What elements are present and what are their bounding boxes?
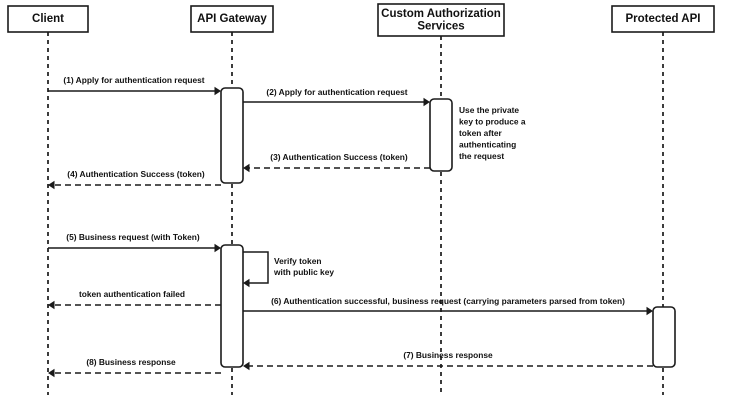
message-arrowhead-2 [423, 97, 430, 107]
message-arrowhead-failed [48, 300, 55, 310]
message-label-2: (2) Apply for authentication request [266, 87, 407, 97]
message-3: (3) Authentication Success (token) [243, 152, 430, 173]
activations-layer [220, 87, 676, 368]
participant-label-client: Client [32, 13, 64, 25]
message-arrowhead-1 [214, 86, 221, 96]
participant-label-api-gateway: API Gateway [197, 13, 267, 25]
message-7: (7) Business response [243, 350, 653, 371]
message-4: (4) Authentication Success (token) [48, 169, 221, 190]
activation-bar-auth-svc [429, 98, 453, 172]
note-line: Use the private [459, 105, 519, 115]
message-arrowhead-7 [243, 361, 250, 371]
message-label-8: (8) Business response [86, 357, 176, 367]
self-message-arrowhead-verify-token [243, 278, 250, 288]
message-arrowhead-3 [243, 163, 250, 173]
message-arrowhead-5 [214, 243, 221, 253]
participant-box-protected-api[interactable] [611, 5, 715, 33]
self-message-loop-verify-token [243, 251, 269, 284]
message-6: (6) Authentication successful, business … [243, 296, 653, 316]
message-failed: token authentication failed [48, 289, 221, 310]
message-arrowhead-4 [48, 180, 55, 190]
participant-label-custom-authorization-services: Services [417, 20, 464, 32]
self-message-label-line: Verify token [274, 256, 321, 266]
participants-layer: Client API Gateway Custom AuthorizationSer… [7, 3, 715, 37]
message-arrowhead-6 [646, 306, 653, 316]
lifelines-layer [47, 32, 664, 395]
message-8: (8) Business response [48, 357, 221, 378]
participant-box-client[interactable] [7, 5, 89, 33]
participant-api-gateway[interactable]: API Gateway [190, 5, 274, 33]
self-message-label-line: with public key [273, 267, 334, 277]
message-arrowhead-8 [48, 368, 55, 378]
note-line: the request [459, 151, 504, 161]
participant-box-api-gateway[interactable] [190, 5, 274, 33]
note-line: key to produce a [459, 117, 526, 127]
message-label-5: (5) Business request (with Token) [66, 232, 200, 242]
participant-box-custom-authorization-services[interactable] [377, 3, 505, 37]
message-label-6: (6) Authentication successful, business … [271, 296, 625, 306]
message-label-1: (1) Apply for authentication request [63, 75, 204, 85]
message-label-4: (4) Authentication Success (token) [67, 169, 205, 179]
participant-protected-api[interactable]: Protected API [611, 5, 715, 33]
note-line: authenticating [459, 140, 516, 150]
message-label-failed: token authentication failed [79, 289, 185, 299]
messages-layer: (1) Apply for authentication request (2) … [48, 75, 653, 378]
activation-bar-gw-auth [220, 87, 244, 184]
participant-client[interactable]: Client [7, 5, 89, 33]
activation-bar-gw-biz [220, 244, 244, 368]
message-2: (2) Apply for authentication request [243, 87, 430, 107]
activation-bar-prot-api [652, 306, 676, 368]
message-label-3: (3) Authentication Success (token) [270, 152, 408, 162]
participant-label-protected-api: Protected API [626, 13, 701, 25]
participant-label-custom-authorization-services: Custom Authorization [381, 8, 501, 20]
note-line: token after [459, 128, 503, 138]
message-label-7: (7) Business response [403, 350, 493, 360]
message-5: (5) Business request (with Token) [48, 232, 221, 253]
message-1: (1) Apply for authentication request [48, 75, 221, 96]
